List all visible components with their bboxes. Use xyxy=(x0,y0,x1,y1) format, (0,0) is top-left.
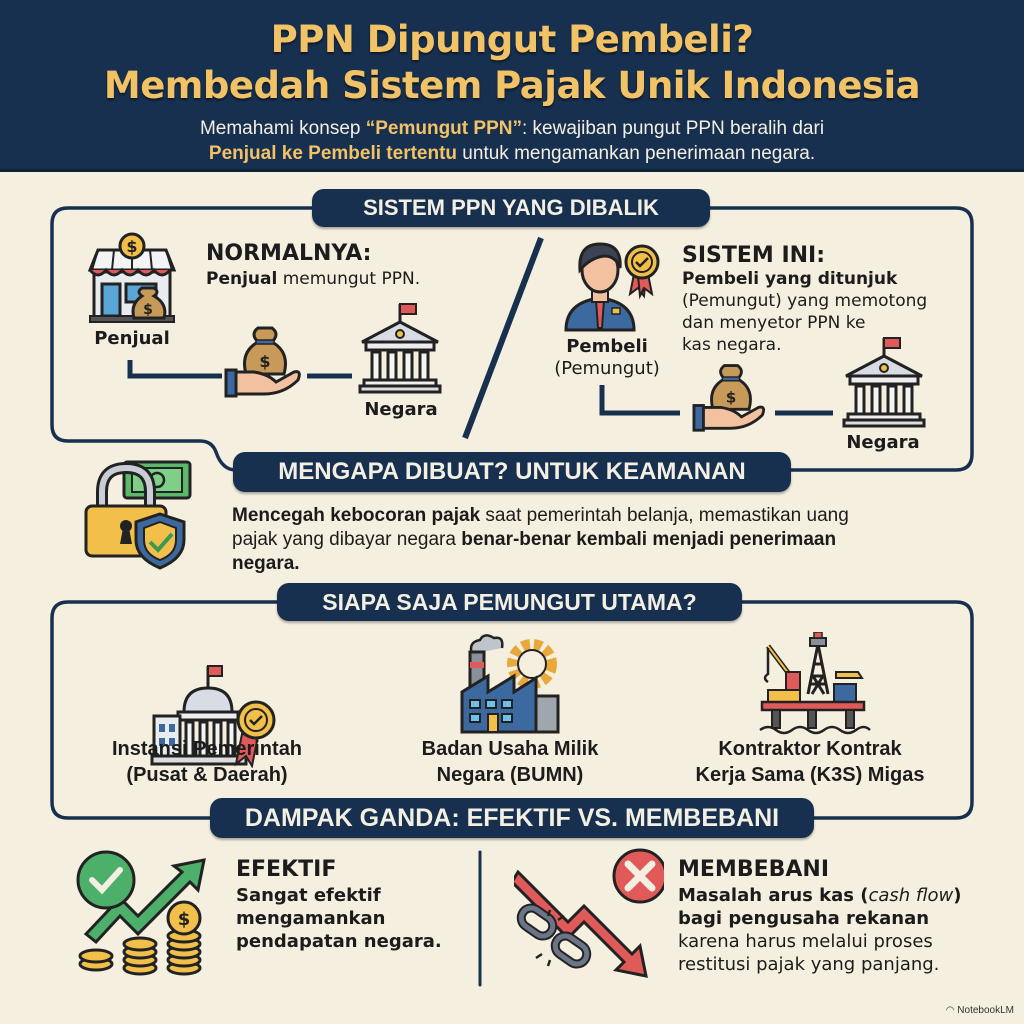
title-line-2: Membedah Sistem Pajak Unik Indonesia xyxy=(103,64,921,107)
burden-text: Masalah arus kas (cash flow) bagi pengus… xyxy=(678,885,962,975)
svg-text:$: $ xyxy=(126,237,137,256)
buyer-person-icon xyxy=(564,242,660,332)
shop-icon: $ $ xyxy=(87,232,177,323)
oil-rig-icon xyxy=(759,632,871,735)
banner-sistem-ppn: SISTEM PPN YANG DIBALIK xyxy=(312,189,710,227)
notebooklm-watermark: ◠ NotebookLM xyxy=(945,1005,1014,1016)
lock-shield-money-icon xyxy=(84,460,192,570)
hand-money-bag-icon-2: $ xyxy=(692,364,766,432)
burden-heading: MEMBEBANI xyxy=(678,857,830,882)
government-bank-icon xyxy=(358,303,442,394)
factory-gear-icon xyxy=(460,634,560,734)
svg-text:$: $ xyxy=(178,909,191,930)
collector-item-1: Instansi Pemerintah(Pusat & Daerah) xyxy=(111,738,303,786)
buyer-label: Pembeli xyxy=(566,336,648,357)
normal-text: Penjual memungut PPN. xyxy=(206,269,421,289)
svg-text:$: $ xyxy=(259,352,270,371)
growth-coins-icon: $ xyxy=(76,850,206,976)
subtitle-line-2: Penjual ke Pembeli tertentu untuk mengam… xyxy=(208,143,816,164)
why-text: Mencegah kebocoran pajak saat pemerintah… xyxy=(232,505,849,574)
svg-text:$: $ xyxy=(143,302,153,318)
government-bank-icon-2 xyxy=(842,337,926,428)
government-building-icon xyxy=(150,665,276,768)
state-label-normal: Negara xyxy=(364,399,438,420)
header-banner: PPN Dipungut Pembeli? Membedah Sistem Pa… xyxy=(0,0,1024,172)
new-text-line-3: dan menyetor PPN ke xyxy=(682,313,866,333)
hand-money-bag-icon: $ xyxy=(224,326,301,398)
banner-siapa: SIAPA SAJA PEMUNGUT UTAMA? xyxy=(277,583,742,621)
subtitle-line-1: Memahami konsep “Pemungut PPN”: kewajiba… xyxy=(199,118,825,139)
new-text-line-2: (Pemungut) yang memotong xyxy=(682,291,928,311)
buyer-sublabel: (Pemungut) xyxy=(554,358,660,379)
notebooklm-logo-icon: ◠ xyxy=(945,1005,958,1016)
new-text-line-1: Pembeli yang ditunjuk xyxy=(682,269,898,289)
state-label-new: Negara xyxy=(846,432,920,453)
new-text-line-4: kas negara. xyxy=(682,335,782,355)
svg-text:$: $ xyxy=(726,389,737,407)
banner-dampak: DAMPAK GANDA: EFEKTIF VS. MEMBEBANI xyxy=(210,798,814,838)
new-heading: SISTEM INI: xyxy=(682,243,826,268)
decline-broken-chain-icon xyxy=(514,848,664,978)
title-line-1: PPN Dipungut Pembeli? xyxy=(270,18,754,61)
effective-heading: EFEKTIF xyxy=(236,857,337,882)
banner-mengapa: MENGAPA DIBUAT? UNTUK KEAMANAN xyxy=(233,452,791,492)
seller-label: Penjual xyxy=(94,328,170,349)
normal-heading: NORMALNYA: xyxy=(206,241,372,266)
